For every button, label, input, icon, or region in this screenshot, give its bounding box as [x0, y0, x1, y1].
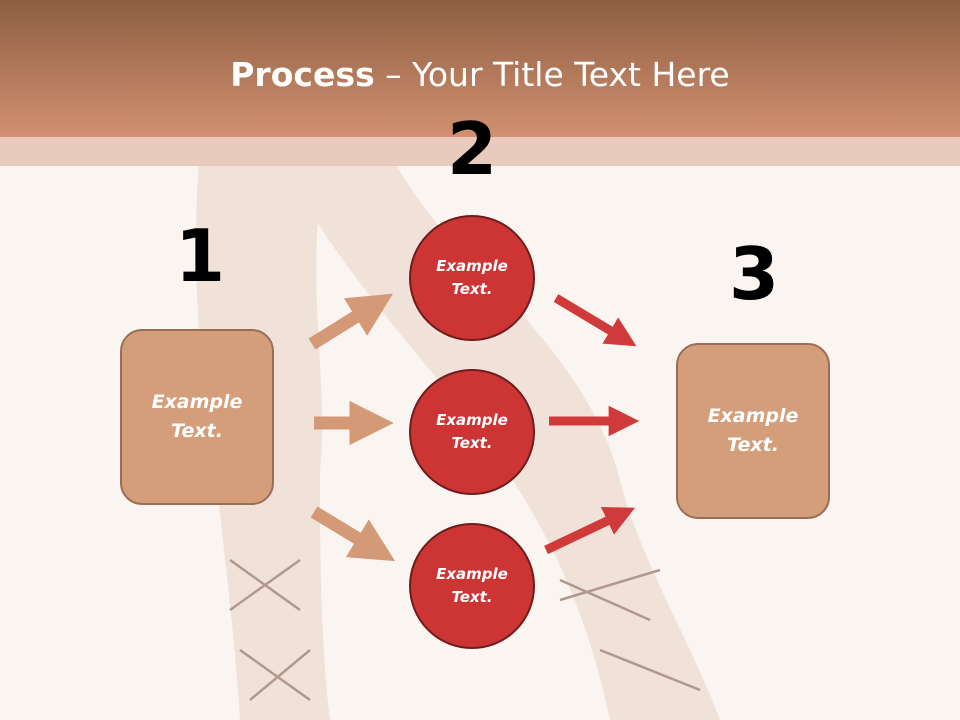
circle-middle: Example Text.: [409, 369, 535, 495]
arrow-circle-bottom-to-box: [544, 507, 636, 555]
step-number-3: 3: [728, 232, 780, 316]
header-strip: [0, 137, 960, 166]
title-bold: Process: [230, 55, 375, 94]
right-box-text: Example Text.: [707, 405, 799, 456]
step-number-1: 1: [174, 214, 226, 298]
slide-title: Process – Your Title Text Here: [0, 52, 960, 98]
circle-bottom-text: Example Text.: [436, 565, 508, 606]
arrow-box-to-circle-top: [308, 293, 394, 350]
step-number-2: 2: [446, 107, 498, 191]
left-box: Example Text.: [120, 329, 274, 505]
right-box: Example Text.: [676, 343, 830, 519]
circle-top-text: Example Text.: [436, 257, 508, 298]
arrow-box-to-circle-bottom: [310, 506, 396, 562]
circle-bottom: Example Text.: [409, 523, 535, 649]
title-rest: – Your Title Text Here: [374, 55, 730, 94]
arrow-circle-top-to-box: [553, 294, 637, 347]
header-band: [0, 0, 960, 137]
left-box-text: Example Text.: [151, 391, 243, 442]
circle-middle-text: Example Text.: [436, 411, 508, 452]
circle-top: Example Text.: [409, 215, 535, 341]
